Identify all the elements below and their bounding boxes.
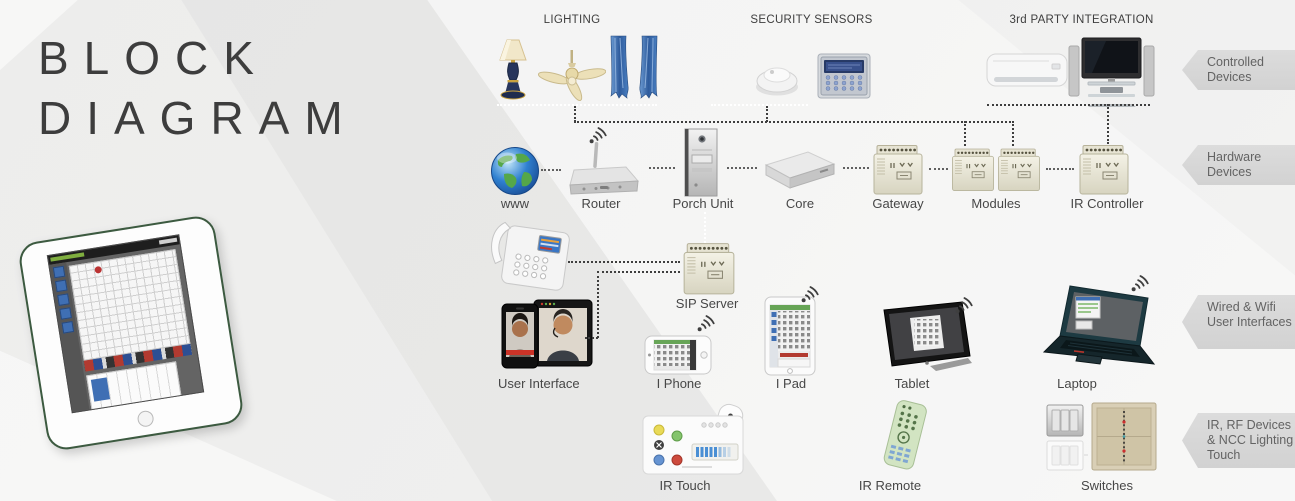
- sip-server-module-icon: [680, 242, 738, 301]
- connector-lighting-underline: [497, 104, 657, 106]
- ipad-icon: [764, 296, 818, 383]
- connector-modules-drop: [964, 121, 966, 146]
- core-unit-icon: [758, 145, 842, 198]
- node-label-porch-unit: Porch Unit: [672, 196, 734, 211]
- node-label-ir-remote: IR Remote: [858, 478, 922, 493]
- side-tag-ir-rf-devices: IR, RF Devices & NCC Lighting Touch: [1182, 413, 1295, 468]
- desk-phone-icon: [484, 221, 572, 305]
- section-label-security-sensors: SECURITY SENSORS: [750, 14, 873, 26]
- node-label-ir-touch: IR Touch: [659, 478, 711, 493]
- ir-touch-panel-icon: [642, 402, 754, 485]
- ceiling-fan-icon: [537, 50, 607, 107]
- connector-core-gateway: [843, 167, 869, 169]
- side-tag-hardware-devices: Hardware Devices: [1182, 145, 1295, 185]
- connector-sip-ui: [585, 337, 598, 339]
- node-label-user-interface: User Interface: [498, 376, 580, 391]
- ir-remote-icon: [880, 400, 932, 477]
- smoke-detector-icon: [753, 56, 801, 103]
- connector-www-router: [541, 169, 561, 171]
- connector-main-bus: [574, 121, 1014, 123]
- connector-phone-sip: [568, 261, 680, 263]
- node-label-ipad: I Pad: [775, 376, 807, 391]
- side-tag-controlled-devices: Controlled Devices: [1182, 50, 1295, 90]
- wall-switches-icon: [1046, 402, 1158, 477]
- connector-gateway-modules: [929, 168, 948, 170]
- iphone-icon: [644, 332, 714, 383]
- video-call-user-interface-icon: [500, 298, 594, 375]
- node-label-www: www: [500, 196, 530, 211]
- connector-router-porch: [649, 167, 675, 169]
- node-label-modules: Modules: [971, 196, 1021, 211]
- node-label-iphone: I Phone: [656, 376, 702, 391]
- table-lamp-icon: [492, 36, 534, 107]
- security-keypad-icon: [817, 53, 871, 104]
- connector-thirdparty-bus: [987, 104, 1150, 106]
- title-line-1: BLOCK: [38, 32, 269, 84]
- gateway-module-icon: [870, 144, 926, 201]
- side-tag-user-interfaces: Wired & Wifi User Interfaces: [1182, 295, 1295, 349]
- connector-modules-drop: [1012, 121, 1014, 146]
- node-label-tablet: Tablet: [894, 376, 930, 391]
- air-conditioner-icon: [986, 52, 1068, 95]
- module-icon: [949, 144, 997, 201]
- laptop-icon: [1036, 284, 1158, 381]
- home-button: [136, 409, 155, 428]
- tablet-illustration-screen: [46, 234, 205, 414]
- curtains-icon: [608, 34, 660, 107]
- tablet-illustration: [16, 213, 246, 453]
- node-label-ir-controller: IR Controller: [1070, 196, 1144, 211]
- connector-sip-ui: [597, 271, 680, 273]
- connector-porch-core: [727, 167, 757, 169]
- node-label-laptop: Laptop: [1057, 376, 1097, 391]
- section-label-lighting: LIGHTING: [543, 14, 601, 26]
- wifi-icon: [586, 124, 610, 149]
- node-label-sip-server: SIP Server: [675, 296, 739, 311]
- wifi-icon: [694, 312, 718, 337]
- ir-controller-module-icon: [1076, 144, 1132, 201]
- connector-security-drop: [766, 106, 768, 122]
- router-icon: [558, 134, 646, 203]
- module-icon: [995, 144, 1043, 201]
- tv-sound-system-icon: [1068, 32, 1155, 113]
- node-label-gateway: Gateway: [872, 196, 924, 211]
- section-label-third-party: 3rd PARTY INTEGRATION: [1009, 14, 1154, 26]
- connector-security-underline: [711, 104, 808, 106]
- wifi-icon: [952, 294, 976, 319]
- wifi-icon: [1128, 272, 1152, 297]
- app-button-grid: [68, 249, 191, 361]
- connector-ircontroller-drop: [1107, 104, 1109, 144]
- connector-sip-ui: [597, 271, 599, 338]
- tablet-device-icon: [874, 298, 976, 383]
- page-title: BLOCK DIAGRAM: [38, 28, 358, 148]
- globe-icon: [490, 146, 540, 201]
- node-label-router: Router: [581, 196, 621, 211]
- connector-porch-sip: [704, 212, 706, 243]
- title-line-2: DIAGRAM: [38, 92, 358, 144]
- node-label-switches: Switches: [1080, 478, 1134, 493]
- porch-unit-icon: [681, 128, 721, 203]
- connector-lighting-drop: [574, 106, 576, 122]
- node-label-core: Core: [785, 196, 815, 211]
- connector-modules-ircontroller: [1046, 168, 1074, 170]
- wifi-icon: [798, 283, 822, 308]
